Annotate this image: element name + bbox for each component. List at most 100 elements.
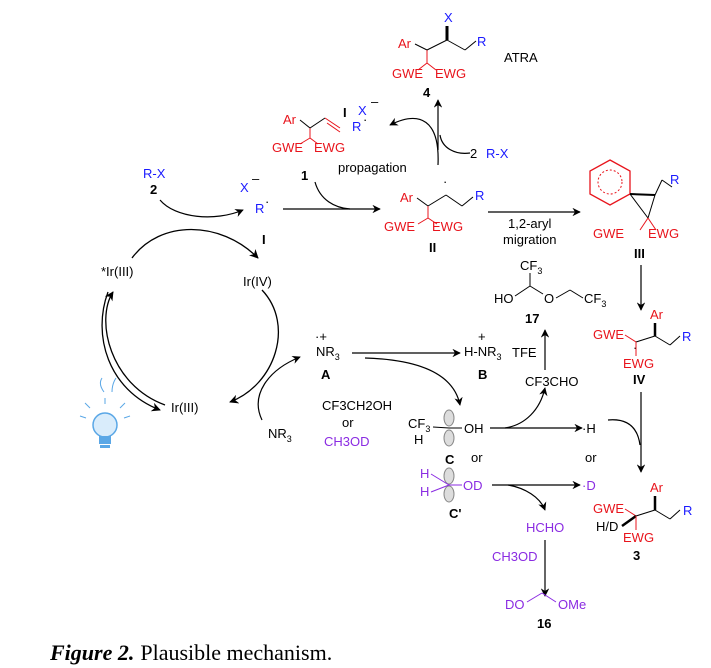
prot-b-text: H-NR <box>464 344 497 359</box>
radical-top-r: R <box>352 119 361 134</box>
reagent2-top-rx: R-X <box>486 146 509 161</box>
c17-o: O <box>544 291 554 306</box>
radical-i-r: R <box>255 201 264 216</box>
figure-caption: Figure 2.Plausible mechanism. <box>49 640 332 665</box>
cycle-nr3-sub: 3 <box>287 434 292 444</box>
hydrogen-d: D <box>586 478 595 493</box>
radical-c-oh: OH <box>464 421 484 436</box>
svg-text:·H: ·H <box>582 421 596 436</box>
radical-i-charge: – <box>252 171 260 186</box>
arrow-to-c <box>364 357 463 406</box>
ii-ewg: EWG <box>432 219 463 234</box>
alkene1-ewg: EWG <box>314 140 345 155</box>
svg-text:CF3: CF3 <box>520 258 542 276</box>
iv-ar: Ar <box>650 307 664 322</box>
alkene-1: Ar GWE EWG 1 propagation <box>272 112 407 183</box>
svg-text:H-NR3: H-NR3 <box>464 344 502 362</box>
product4-gwe: GWE <box>392 66 423 81</box>
c16-do: DO <box>505 597 525 612</box>
iii-label: III <box>634 246 645 261</box>
p3-hd: H/D <box>596 519 618 534</box>
radical-cp-h2: H <box>420 484 429 499</box>
radical-i-top: X – R · I <box>343 94 379 134</box>
arrow-c-to-cf3cho <box>504 387 548 429</box>
c17-tfe: TFE <box>512 345 537 360</box>
iv-ewg: EWG <box>623 356 654 371</box>
caption-fig: Figure 2. <box>49 640 134 665</box>
svg-text:·+: ·+ <box>315 329 327 344</box>
arrow-alkene-join <box>314 181 351 210</box>
cycle-nr3: NR <box>268 426 287 441</box>
arrow-h-join <box>607 419 641 446</box>
hcho-label: HCHO <box>526 520 564 535</box>
iv-label: IV <box>633 372 646 387</box>
cycle-ir-excited: *Ir(III) <box>101 264 134 279</box>
product4-r: R <box>477 34 486 49</box>
hydrogen-or2: or <box>585 450 597 465</box>
radical-i-x: X <box>240 180 249 195</box>
p3-label: 3 <box>633 548 640 563</box>
radical-cp-h1: H <box>420 466 429 481</box>
aminium-a-label: A <box>321 367 331 382</box>
arrow-ii-to-radical <box>389 117 439 166</box>
rx2-left-num: 2 <box>150 182 157 197</box>
radical-c-prime: H H OD C' <box>420 466 483 521</box>
iv-r: R <box>682 329 691 344</box>
rx2-left-rx: R-X <box>143 166 166 181</box>
hcho-methanol: CH3OD <box>492 549 538 564</box>
radical-c-h: H <box>414 432 423 447</box>
radical-cp-label: C' <box>449 506 461 521</box>
svg-text:·: · <box>443 174 447 189</box>
radical-cp-od: OD <box>463 478 483 493</box>
radical-top-charge: – <box>371 94 379 109</box>
intermediate-ii: Ar · R GWE EWG II <box>384 174 484 255</box>
ii-gwe: GWE <box>384 219 415 234</box>
arrow-rx-join <box>439 134 471 154</box>
intermediate-iv: Ar GWE · R EWG IV <box>593 307 691 387</box>
hydrogen-or1: or <box>471 450 483 465</box>
c17-cf3b: CF <box>584 291 601 306</box>
product-4: X Ar R GWE EWG 4 ATRA <box>392 10 538 100</box>
solvent-methanol: CH3OD <box>324 434 370 449</box>
radical-i-left: X – R · I <box>240 171 269 247</box>
ii-ar: Ar <box>400 190 414 205</box>
iii-gwe: GWE <box>593 226 624 241</box>
photocatalytic-cycle: *Ir(III) Ir(IV) Ir(III) NR3 <box>101 199 301 444</box>
radical-top-dot: · <box>363 112 367 127</box>
iii-r: R <box>670 172 679 187</box>
prot-b-sub: 3 <box>497 352 502 362</box>
solvent-tfe: CF3CH2OH <box>322 398 392 413</box>
iv-gwe: GWE <box>593 327 624 342</box>
c17-cf3cho: CF3CHO <box>525 374 578 389</box>
ii-r: R <box>475 188 484 203</box>
radical-c-cf3: CF <box>408 416 425 431</box>
light-bulb-icon <box>79 377 131 448</box>
radical-top-x: X <box>358 103 367 118</box>
product4-ar: Ar <box>398 36 412 51</box>
iii-ewg: EWG <box>648 226 679 241</box>
svg-text:CF3: CF3 <box>408 416 430 434</box>
product4-label: 4 <box>423 85 431 100</box>
radical-top-label: I <box>343 105 347 120</box>
p3-gwe: GWE <box>593 501 624 516</box>
propagation-label: propagation <box>338 160 407 175</box>
p3-ar: Ar <box>650 480 664 495</box>
compound-16: DO OMe 16 <box>505 592 586 631</box>
hydrogen-h: H <box>586 421 595 436</box>
svg-text:+: + <box>478 329 486 344</box>
radical-i-label: I <box>262 232 266 247</box>
c17-label: 17 <box>525 311 539 326</box>
atra-label: ATRA <box>504 50 538 65</box>
compound-17: CF3 HO O CF3 17 <box>494 258 606 326</box>
caption-text: Plausible mechanism. <box>140 640 332 665</box>
alkene1-ar: Ar <box>283 112 297 127</box>
migration-line1: 1,2-aryl <box>508 216 551 231</box>
svg-text:NR3: NR3 <box>316 344 340 362</box>
svg-text:CF3: CF3 <box>584 291 606 309</box>
radical-c-label: C <box>445 452 455 467</box>
c17-ho: HO <box>494 291 514 306</box>
p3-ewg: EWG <box>623 530 654 545</box>
product4-x: X <box>444 10 453 25</box>
radical-c: CF3 H OH C <box>408 409 484 467</box>
